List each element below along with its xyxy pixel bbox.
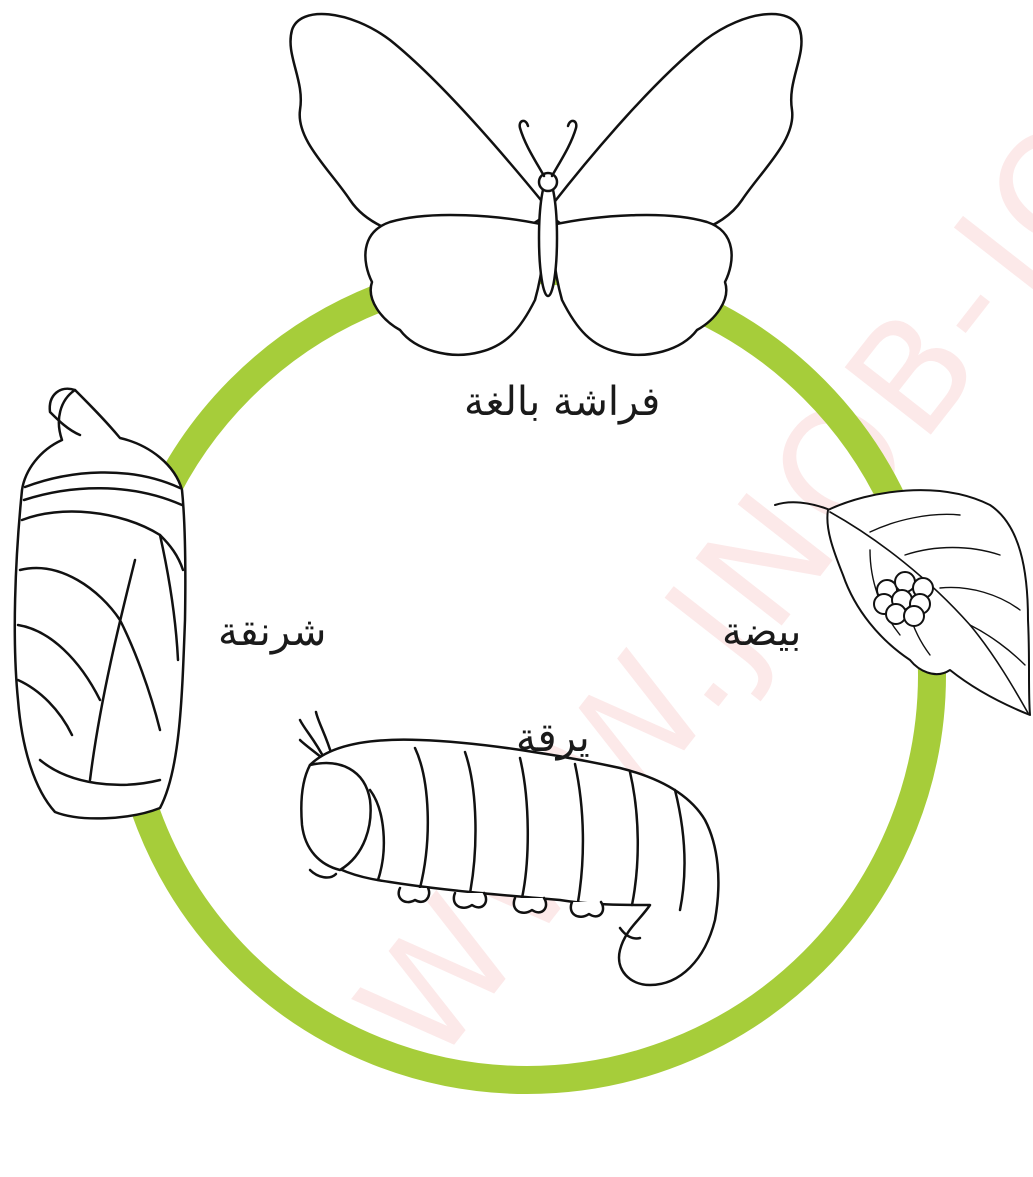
chrysalis-icon — [15, 389, 186, 819]
stage-label-egg: بيضة — [722, 612, 801, 652]
leaf-with-eggs-icon — [775, 490, 1030, 715]
stage-label-pupa: شرنقة — [218, 612, 326, 652]
stage-label-larva: يرقة — [516, 718, 590, 758]
caterpillar-icon — [300, 712, 718, 985]
stage-label-adult: فراشة بالغة — [464, 382, 660, 422]
